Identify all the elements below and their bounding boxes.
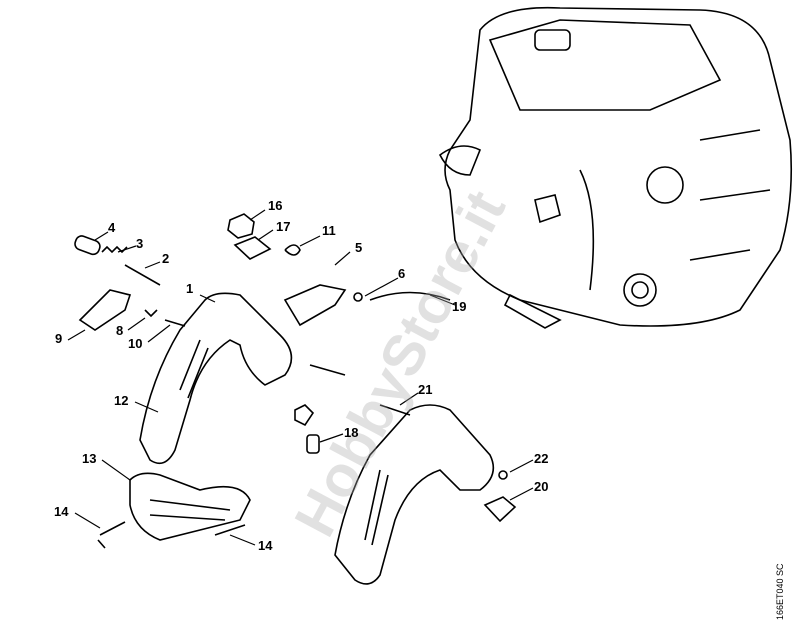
part-1-handle	[139, 292, 293, 465]
callout-10: 10	[128, 336, 143, 351]
callout-16: 16	[268, 198, 283, 213]
callout-14-b: 14	[258, 538, 273, 553]
callout-12: 12	[114, 393, 129, 408]
callout-19: 19	[452, 299, 467, 314]
callout-17: 17	[276, 219, 291, 234]
part-13-bracket	[129, 472, 251, 541]
engine-housing	[438, 6, 793, 329]
callout-1: 1	[186, 281, 194, 296]
callout-3: 3	[136, 236, 144, 251]
diagram-code: 166ET040 SC	[775, 563, 785, 620]
callout-21: 21	[418, 382, 433, 397]
callout-9: 9	[55, 331, 63, 346]
rear-handle	[334, 404, 495, 585]
callout-18: 18	[344, 425, 359, 440]
small-parts	[74, 213, 517, 549]
callout-5: 5	[355, 240, 363, 255]
callout-20: 20	[534, 479, 549, 494]
callout-11: 11	[322, 223, 336, 238]
callout-2: 2	[162, 251, 170, 266]
callout-8: 8	[116, 323, 124, 338]
callout-14: 14	[54, 504, 69, 519]
callout-22: 22	[534, 451, 549, 466]
leader-lines	[67, 209, 534, 546]
callout-4: 4	[108, 220, 116, 235]
callout-13: 13	[82, 451, 97, 466]
callout-6: 6	[398, 266, 406, 281]
